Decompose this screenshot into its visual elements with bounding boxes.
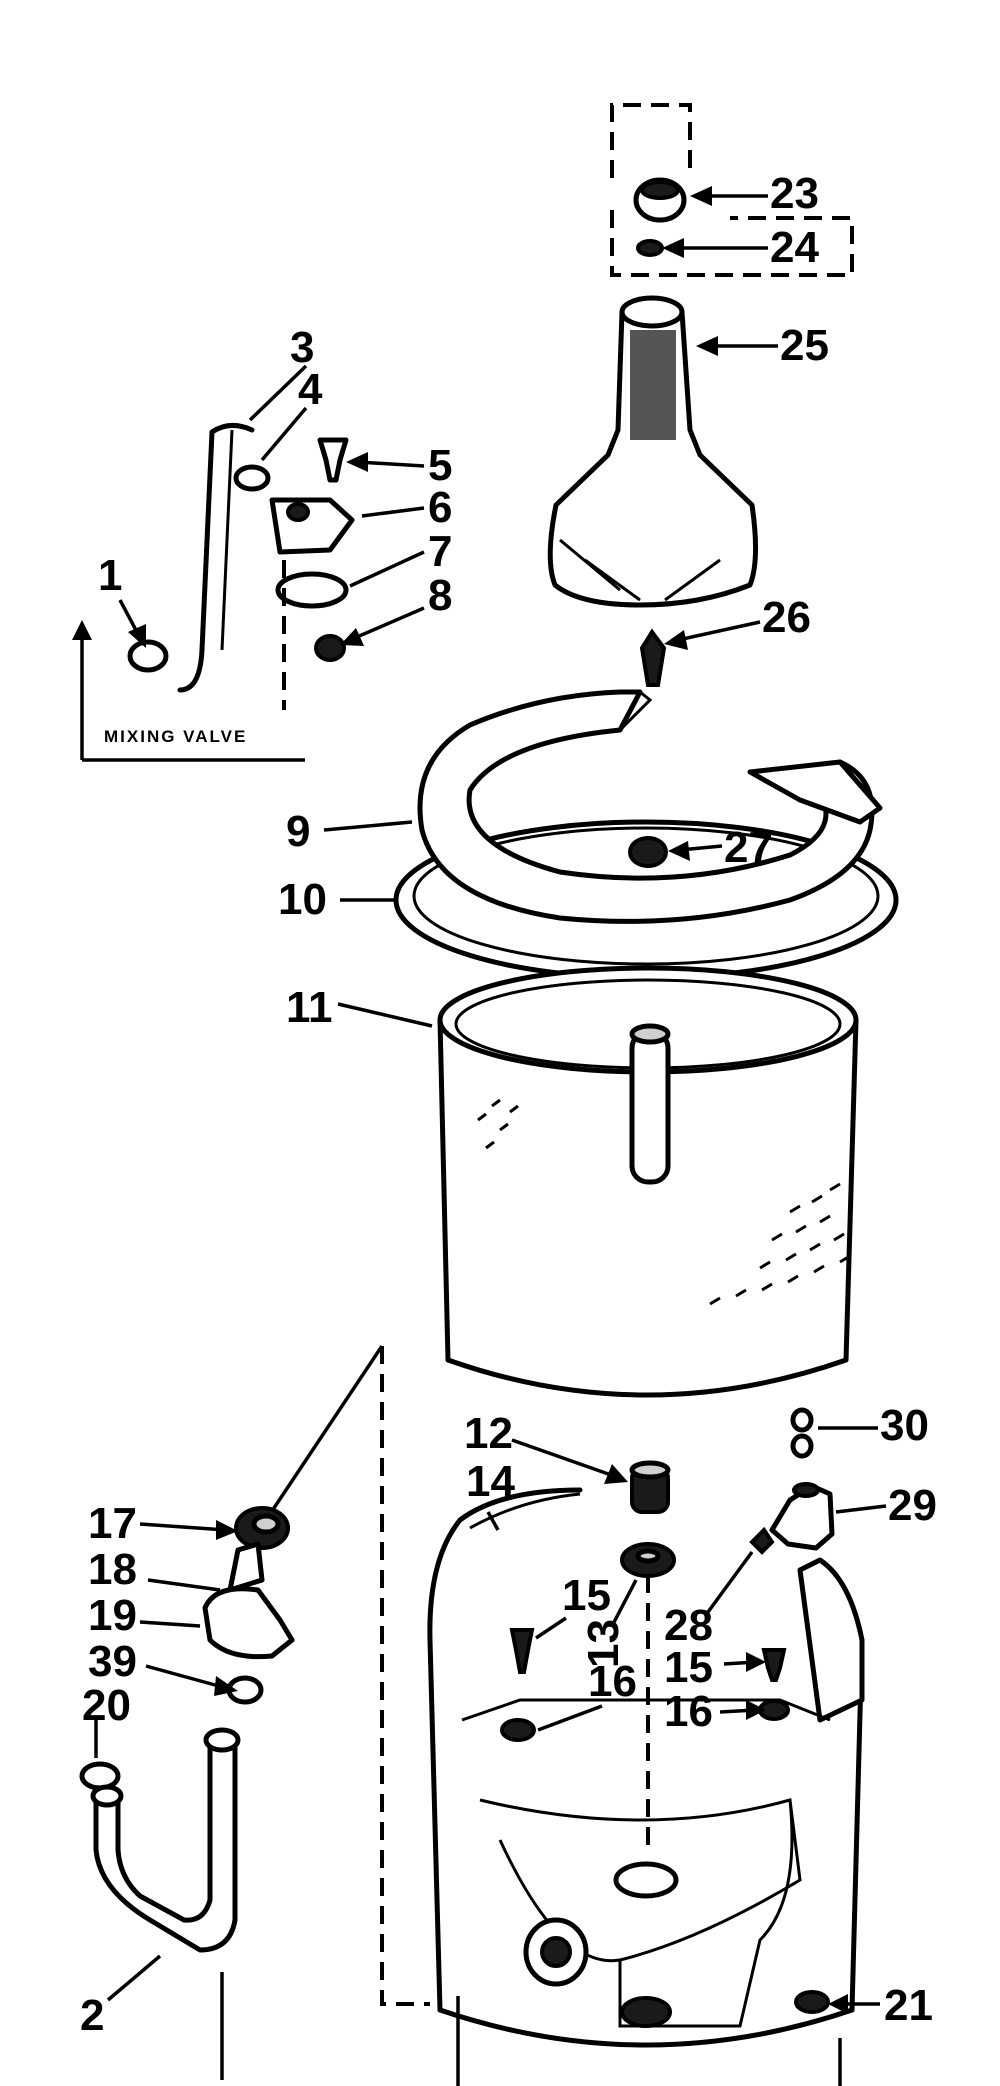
leaders [94, 186, 887, 2014]
leader-17-long [264, 1345, 384, 1521]
hose-part-2 [90, 1727, 241, 1953]
callout-11: 11 [286, 983, 333, 1032]
cap-part-17 [234, 1506, 290, 1550]
valve-part-29 [769, 1482, 835, 1551]
callout-19: 19 [88, 1591, 137, 1640]
hose-part-3 [177, 423, 255, 693]
callout-18: 18 [88, 1545, 137, 1594]
callout-17: 17 [88, 1499, 137, 1548]
callout-29: 29 [888, 1481, 937, 1530]
ring-part-1 [127, 639, 169, 673]
screw-part-15-right [761, 1648, 787, 1682]
callout-12: 12 [464, 1409, 513, 1458]
callout-8: 8 [428, 571, 452, 620]
callout-23: 23 [770, 169, 819, 218]
callout-15-right: 15 [664, 1643, 713, 1692]
callout-7: 7 [428, 527, 452, 576]
callout-14: 14 [466, 1457, 515, 1506]
o-ring-part-20 [79, 1761, 121, 1791]
nut-part-8 [314, 634, 346, 662]
callout-16-left: 16 [588, 1657, 637, 1706]
callout-39: 39 [88, 1637, 137, 1686]
pump-part-18 [227, 1541, 265, 1593]
callout-labels: 23 24 25 26 27 3 4 5 6 7 8 1 9 10 11 12 … [80, 169, 937, 2040]
callout-6: 6 [428, 483, 452, 532]
callout-1: 1 [98, 551, 122, 600]
seal-part-13 [620, 1542, 676, 1578]
pump-body-part-19 [202, 1586, 295, 1660]
screw-part-5 [317, 437, 349, 483]
washer-stack-part-30 [790, 1407, 814, 1459]
agitator-part-25 [547, 295, 759, 608]
callout-30: 30 [880, 1401, 929, 1450]
spin-basket-part-11 [437, 965, 859, 1398]
assembly-reference-line [380, 1346, 430, 2006]
screw-part-15-left [509, 1628, 535, 1674]
callout-24: 24 [770, 223, 819, 272]
washer-part-16-left [500, 1718, 536, 1742]
callout-25: 25 [780, 321, 829, 370]
callout-5: 5 [428, 441, 452, 490]
callout-27: 27 [724, 823, 773, 872]
callout-20: 20 [82, 1681, 131, 1730]
mixing-valve-caption: MIXING VALVE [104, 727, 247, 746]
callout-26: 26 [762, 593, 811, 642]
nut-part-21 [794, 1990, 830, 2014]
plug-part-28 [749, 1526, 775, 1555]
callout-28: 28 [664, 1601, 713, 1650]
cap-group-bracket [610, 103, 854, 277]
nut-part-27 [628, 836, 668, 868]
callout-9: 9 [286, 807, 310, 856]
agitator-pin-part-26 [639, 628, 667, 687]
washer-part-4 [233, 464, 271, 492]
callout-3: 3 [290, 323, 314, 372]
agitator-seal-part-24 [636, 239, 664, 257]
callout-15-left: 15 [562, 1571, 611, 1620]
callout-4: 4 [298, 365, 323, 414]
callout-16-right: 16 [664, 1687, 713, 1736]
callout-2: 2 [80, 1991, 104, 2040]
valve-part-6 [269, 497, 355, 555]
agitator-cap-part-23 [633, 177, 687, 223]
gasket-part-7 [275, 571, 349, 609]
callout-21: 21 [884, 1981, 933, 2030]
tub-gasket-part-14-strip [469, 1492, 581, 1530]
drain-fitting [523, 1917, 589, 1987]
callout-13: 13 [579, 1619, 628, 1668]
bearing-part-12 [629, 1460, 671, 1514]
callout-10: 10 [278, 875, 327, 924]
mixing-valve-box: MIXING VALVE [72, 620, 305, 762]
tub-ring-part-9 [417, 689, 883, 924]
